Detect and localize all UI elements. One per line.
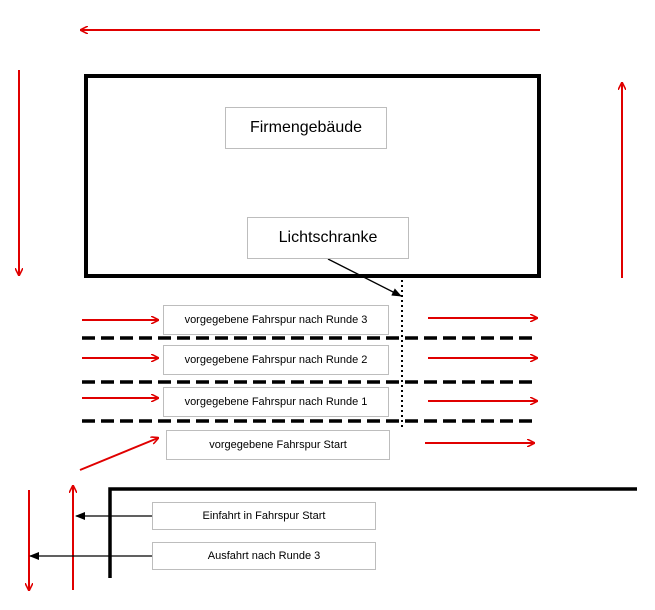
lane-round-2-label: vorgegebene Fahrspur nach Runde 2 xyxy=(163,345,389,375)
light-barrier-pointer xyxy=(327,258,402,297)
start-lane-entry-arrow xyxy=(79,438,158,471)
exit-label: Ausfahrt nach Runde 3 xyxy=(152,542,376,570)
lane-start-label: vorgegebene Fahrspur Start xyxy=(166,430,390,460)
road-edge xyxy=(108,487,637,578)
entry-label: Einfahrt in Fahrspur Start xyxy=(152,502,376,530)
building-outline xyxy=(84,74,541,278)
building-label: Firmengebäude xyxy=(225,107,387,149)
lane-round-3-label: vorgegebene Fahrspur nach Runde 3 xyxy=(163,305,389,335)
light-barrier-label: Lichtschranke xyxy=(247,217,409,259)
lane-round-1-label: vorgegebene Fahrspur nach Runde 1 xyxy=(163,387,389,417)
